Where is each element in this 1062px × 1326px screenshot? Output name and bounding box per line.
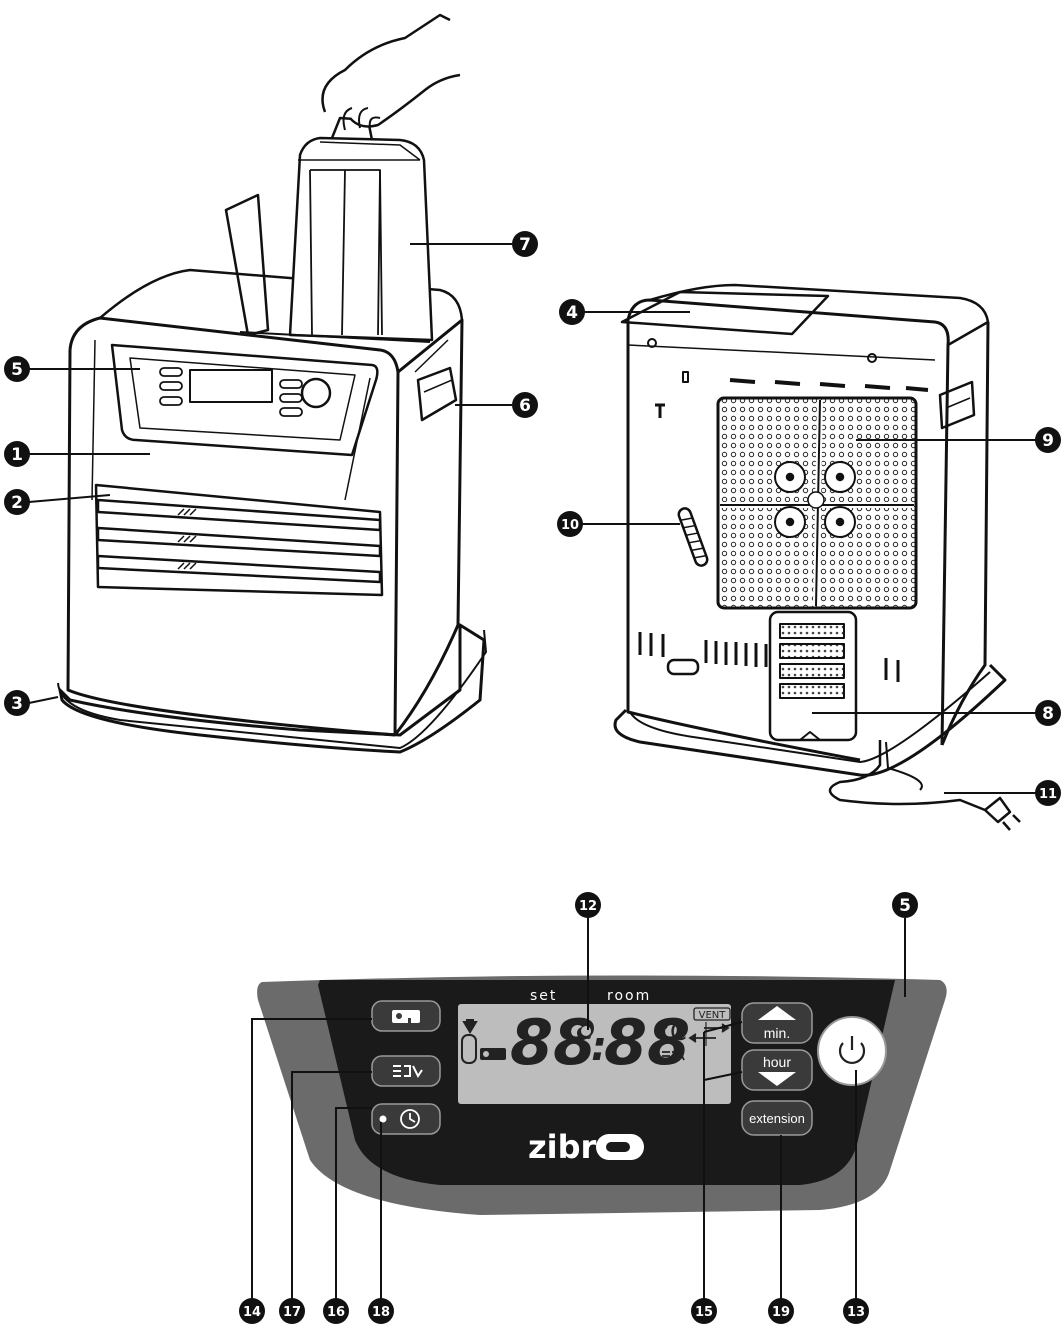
svg-text:11: 11 [1039, 787, 1057, 802]
svg-text:2: 2 [11, 493, 23, 513]
callout-1: 1 [4, 441, 30, 467]
svg-text:16: 16 [327, 1305, 345, 1320]
callout-18: 18 [368, 1298, 394, 1324]
callout-15: 15 [691, 1298, 717, 1324]
lcd-digits-right: 88 [604, 1006, 690, 1079]
key-icon [392, 1010, 420, 1023]
control-panel [257, 975, 947, 1215]
lcd-small-degree: ° [585, 1033, 592, 1049]
up-min-button[interactable]: min. [741, 1002, 813, 1044]
callout-13: 13 [843, 1298, 869, 1324]
eco-button[interactable] [371, 1055, 441, 1087]
callout-5-top: 5 [4, 356, 30, 382]
svg-text:10: 10 [561, 518, 579, 533]
callout-12: 12 [575, 892, 601, 918]
callout-14: 14 [239, 1298, 265, 1324]
callout-2: 2 [4, 489, 30, 515]
lcd-digits-left: 88 [510, 1006, 596, 1079]
callout-3: 3 [4, 690, 30, 716]
power-icon [838, 1036, 866, 1065]
down-hour-button[interactable]: hour [741, 1049, 813, 1091]
lcd-set-label: set [530, 988, 557, 1004]
timer-indicator-led [379, 1115, 387, 1123]
callout-7: 7 [512, 231, 538, 257]
svg-text:6: 6 [519, 396, 531, 416]
clock-icon [400, 1109, 420, 1129]
eco-mode-icon [393, 1065, 423, 1078]
callout-10: 10 [557, 511, 583, 537]
front-heater [57, 13, 487, 754]
brand-logo: zibro [528, 1128, 644, 1166]
eco-icon [662, 1051, 685, 1061]
timer-button[interactable] [371, 1103, 441, 1135]
callout-11: 11 [1035, 780, 1061, 806]
callout-4: 4 [559, 299, 585, 325]
leader-lines [28, 243, 1043, 1306]
back-heater [613, 283, 1021, 831]
svg-text:5: 5 [899, 896, 911, 916]
key-lock-icon [480, 1048, 506, 1060]
svg-text:9: 9 [1042, 431, 1054, 451]
callout-5-panel: 5 [892, 892, 918, 918]
callout-17: 17 [279, 1298, 305, 1324]
arrow-down-icon [758, 1072, 796, 1086]
arrow-up-icon [758, 1006, 796, 1020]
svg-text:19: 19 [772, 1305, 790, 1320]
callout-badges: 1 2 3 4 5 6 7 8 9 10 11 12 5 14 17 16 18… [4, 231, 1061, 1324]
svg-text:15: 15 [695, 1305, 713, 1320]
callout-9: 9 [1035, 427, 1061, 453]
svg-text:18: 18 [372, 1305, 390, 1320]
svg-text:12: 12 [579, 899, 597, 914]
extension-button[interactable]: extension [741, 1100, 813, 1136]
svg-text:17: 17 [283, 1305, 301, 1320]
fuel-gauge-icon [461, 1019, 478, 1064]
vent-label: VENT [699, 1010, 727, 1021]
vent-indicator [693, 1007, 731, 1021]
svg-text:13: 13 [847, 1305, 865, 1320]
svg-text:3: 3 [11, 694, 23, 714]
lcd-room-label: room [607, 988, 651, 1004]
lcd-display [458, 1004, 731, 1104]
child-lock-button[interactable] [371, 1000, 441, 1032]
min-label: min. [764, 1025, 790, 1041]
svg-text:7: 7 [519, 235, 531, 255]
svg-text:4: 4 [566, 303, 578, 323]
svg-text:5: 5 [11, 360, 23, 380]
svg-text:14: 14 [243, 1305, 261, 1320]
callout-16: 16 [323, 1298, 349, 1324]
hour-label: hour [763, 1054, 791, 1070]
callout-8: 8 [1035, 700, 1061, 726]
svg-text:8: 8 [1042, 704, 1054, 724]
svg-text:1: 1 [11, 445, 23, 465]
lcd-colon: : [591, 1024, 607, 1070]
lcd-degree-unit: °C [658, 1018, 687, 1046]
callout-6: 6 [512, 392, 538, 418]
callout-19: 19 [768, 1298, 794, 1324]
extension-label: extension [749, 1111, 805, 1126]
power-button[interactable] [817, 1016, 887, 1086]
